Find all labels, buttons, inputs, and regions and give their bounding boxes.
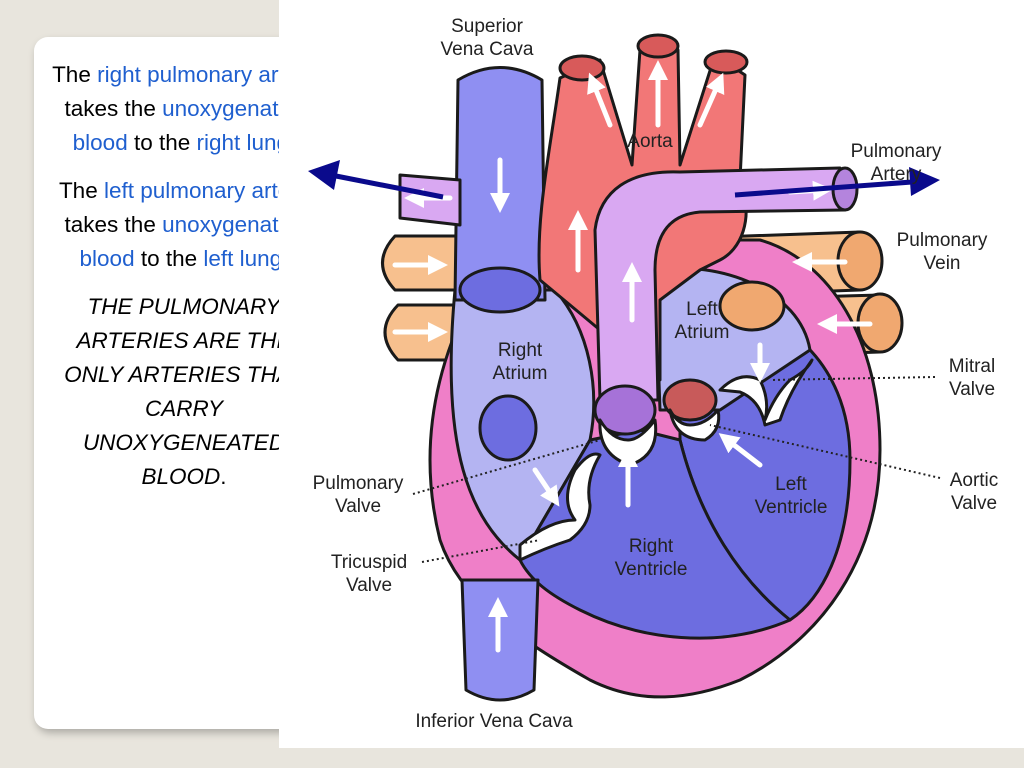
label-lv-2: Ventricle — [755, 497, 828, 518]
pulmonary-valve — [593, 384, 658, 467]
heart-diagram: Superior Vena Cava Aorta Pulmonary Arter… — [279, 0, 1024, 748]
p1-text-3: takes the — [64, 96, 163, 121]
label-svc-2: Vena Cava — [441, 39, 534, 60]
aorta-branch-2 — [636, 33, 680, 59]
text-panel: The right pulmonary artery takes the uno… — [44, 58, 324, 508]
label-ra-2: Atrium — [493, 363, 548, 384]
p1-text-1: The — [52, 62, 98, 87]
label-svc-1: Superior — [451, 16, 523, 37]
p2-text-3: takes the — [64, 212, 163, 237]
p3-caps-text: THE PULMONARY ARTERIES ARE THE ONLY ARTE… — [64, 294, 304, 489]
p3-period: . — [220, 464, 227, 489]
navy-arrows — [308, 160, 940, 200]
label-pv-1: Pulmonary — [897, 230, 988, 251]
label-lv-1: Left — [775, 474, 807, 495]
label-rv-2: Ventricle — [615, 559, 688, 580]
label-la-1: Left — [686, 299, 718, 320]
label-ra-1: Right — [498, 340, 543, 361]
tricuspid-valve — [518, 452, 602, 562]
p1-right-lung: right lung. — [196, 130, 296, 155]
label-pulv-2: Valve — [335, 496, 381, 517]
label-pa-1: Pulmonary — [851, 141, 942, 162]
p2-left-pulmonary-artery: left pulmonary artery — [103, 178, 310, 203]
p2-left-lung: left lung — [203, 246, 283, 271]
label-ivc: Inferior Vena Cava — [415, 711, 573, 732]
label-mv-1: Mitral — [949, 356, 995, 377]
leader-lines — [412, 376, 941, 563]
heart-svg: Superior Vena Cava Aorta Pulmonary Arter… — [308, 16, 999, 732]
right-lung-arrow-head — [308, 160, 340, 190]
aorta-branch-1 — [558, 54, 606, 82]
label-rv-1: Right — [629, 536, 674, 557]
p2-text-1: The — [58, 178, 104, 203]
paragraph-pulmonary-arteries-note: THE PULMONARY ARTERIES ARE THE ONLY ARTE… — [44, 290, 324, 494]
label-pa-2: Artery — [871, 164, 922, 185]
left-lung-arrow-head — [909, 167, 940, 196]
aortic-valve — [662, 378, 721, 442]
label-tv-2: Valve — [346, 575, 392, 596]
svc-opening — [458, 266, 542, 314]
paragraph-left-pulmonary-artery: The left pulmonary artery takes the unox… — [44, 174, 324, 276]
label-pulv-1: Pulmonary — [313, 473, 404, 494]
label-pv-2: Vein — [924, 253, 961, 274]
label-tv-1: Tricuspid — [331, 552, 407, 573]
label-la-2: Atrium — [675, 322, 730, 343]
p2-text-5: to the — [134, 246, 204, 271]
label-aorta: Aorta — [627, 131, 673, 152]
pulmonary-veins-right — [381, 234, 462, 362]
label-av-2: Valve — [951, 493, 997, 514]
label-av-1: Aortic — [950, 470, 999, 491]
pulmonary-vein-opening — [718, 280, 786, 332]
paragraph-right-pulmonary-artery: The right pulmonary artery takes the uno… — [44, 58, 324, 160]
p1-text-5: to the — [127, 130, 197, 155]
aorta-branch-3 — [703, 49, 749, 75]
label-mv-2: Valve — [949, 379, 995, 400]
ivc-opening — [478, 394, 538, 462]
